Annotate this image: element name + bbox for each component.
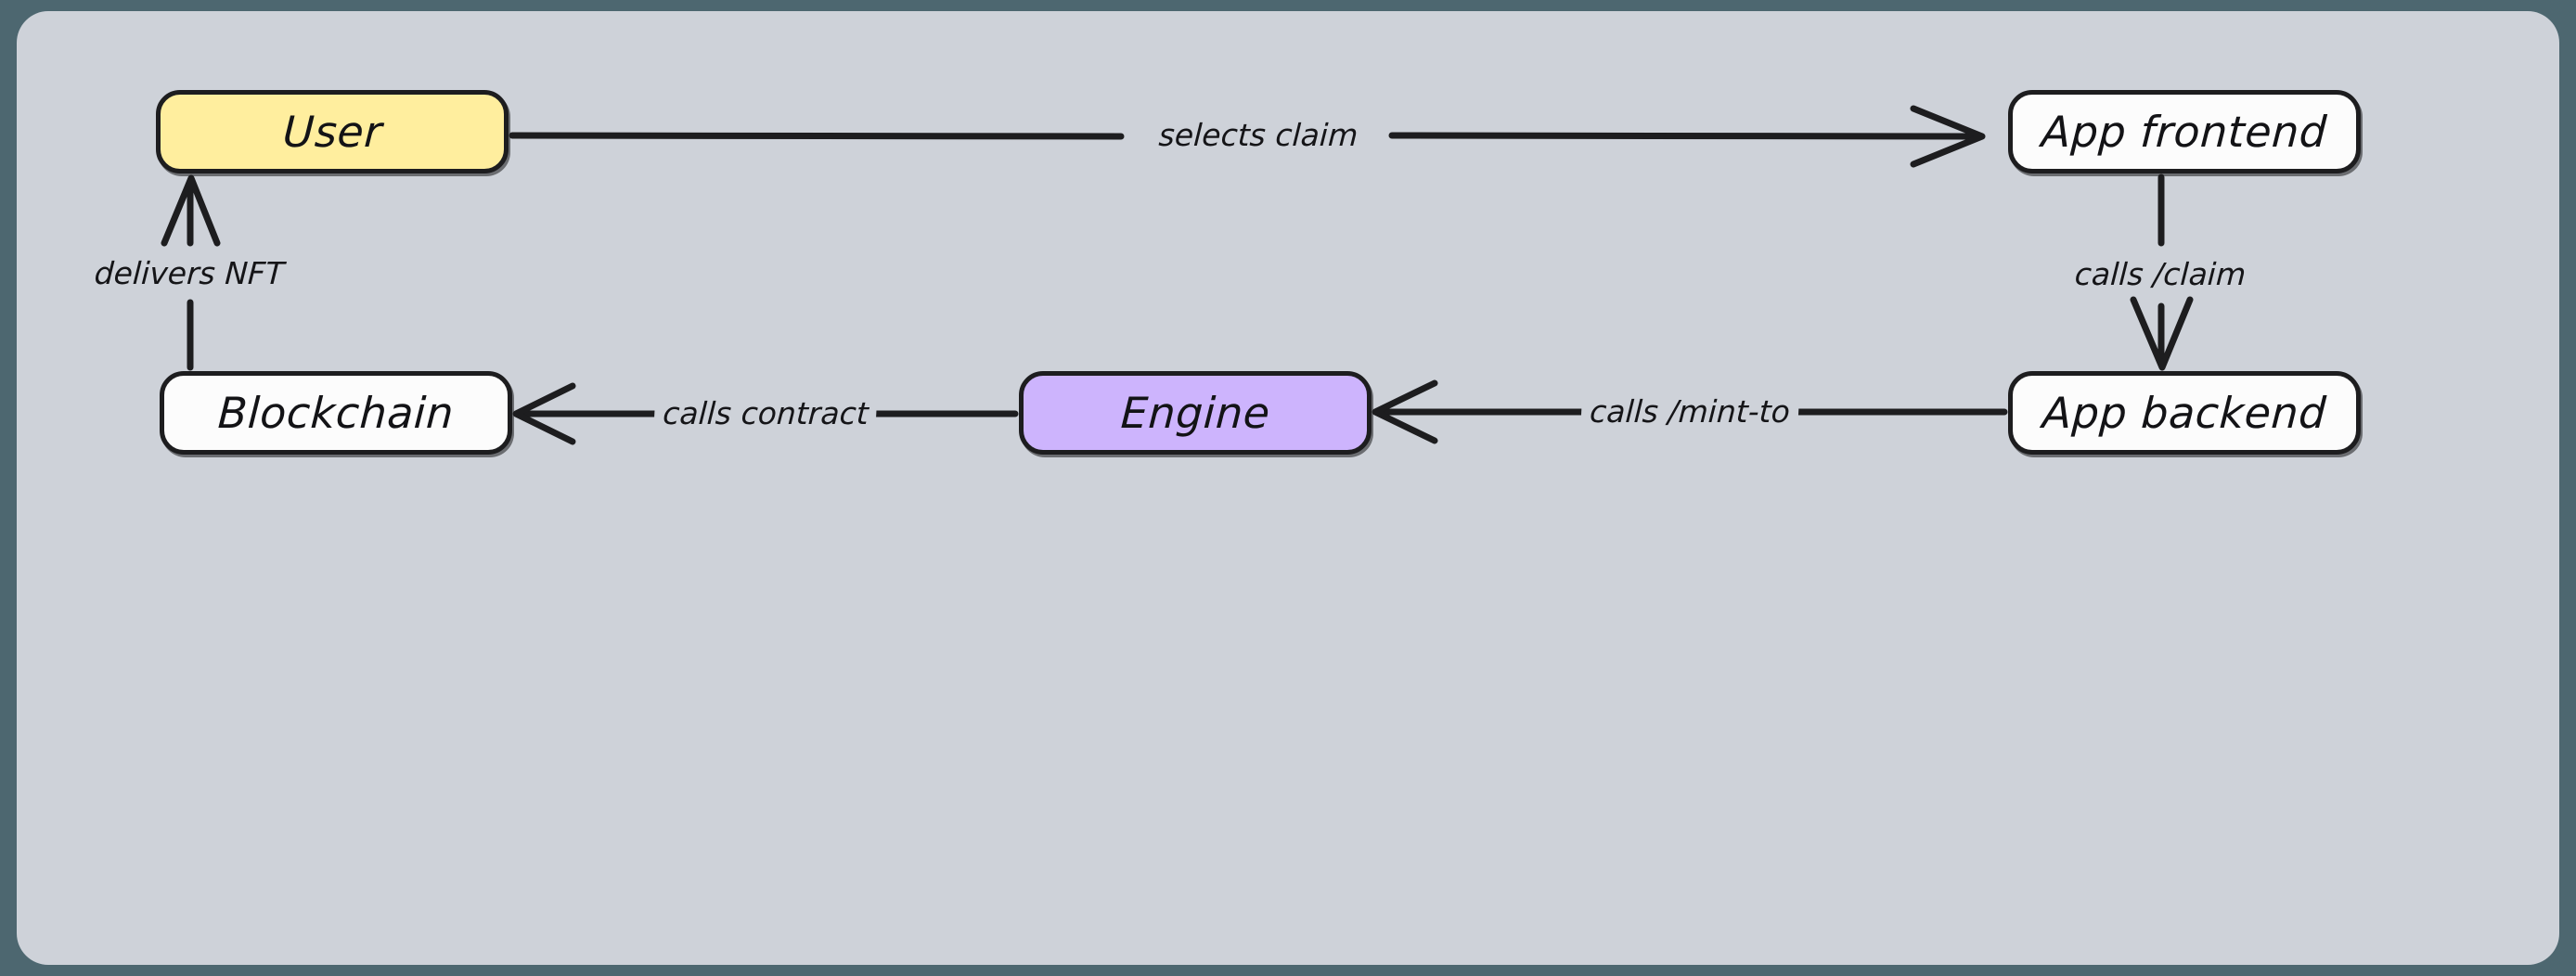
node-user-label: User	[281, 107, 383, 157]
edge-user-to-frontend-line	[509, 132, 1978, 140]
node-app-frontend[interactable]: App frontend	[2008, 90, 2361, 173]
node-engine[interactable]: Engine	[1019, 371, 1372, 455]
edge-user-to-frontend-arrowhead	[1910, 105, 1986, 168]
node-user[interactable]: User	[156, 90, 509, 173]
node-app-frontend-label: App frontend	[2040, 107, 2329, 157]
edge-frontend-to-backend-arrowhead	[2130, 296, 2194, 371]
node-blockchain[interactable]: Blockchain	[160, 371, 512, 455]
edge-label-calls-contract: calls contract	[653, 394, 878, 433]
edge-label-selects-claim: selects claim	[1149, 116, 1368, 155]
node-engine-label: Engine	[1119, 388, 1271, 438]
edge-label-calls-claim: calls /claim	[2065, 255, 2256, 294]
edge-engine-to-blockchain-arrowhead	[512, 382, 576, 445]
edge-blockchain-to-user-arrowhead	[161, 174, 221, 247]
edge-backend-to-engine-arrowhead	[1372, 379, 1438, 444]
node-blockchain-label: Blockchain	[216, 388, 456, 438]
edge-label-delivers-nft: delivers NFT	[84, 254, 294, 293]
node-app-backend-label: App backend	[2041, 388, 2328, 438]
edge-label-calls-mint-to: calls /mint-to	[1580, 392, 1799, 431]
node-app-backend[interactable]: App backend	[2008, 371, 2361, 455]
